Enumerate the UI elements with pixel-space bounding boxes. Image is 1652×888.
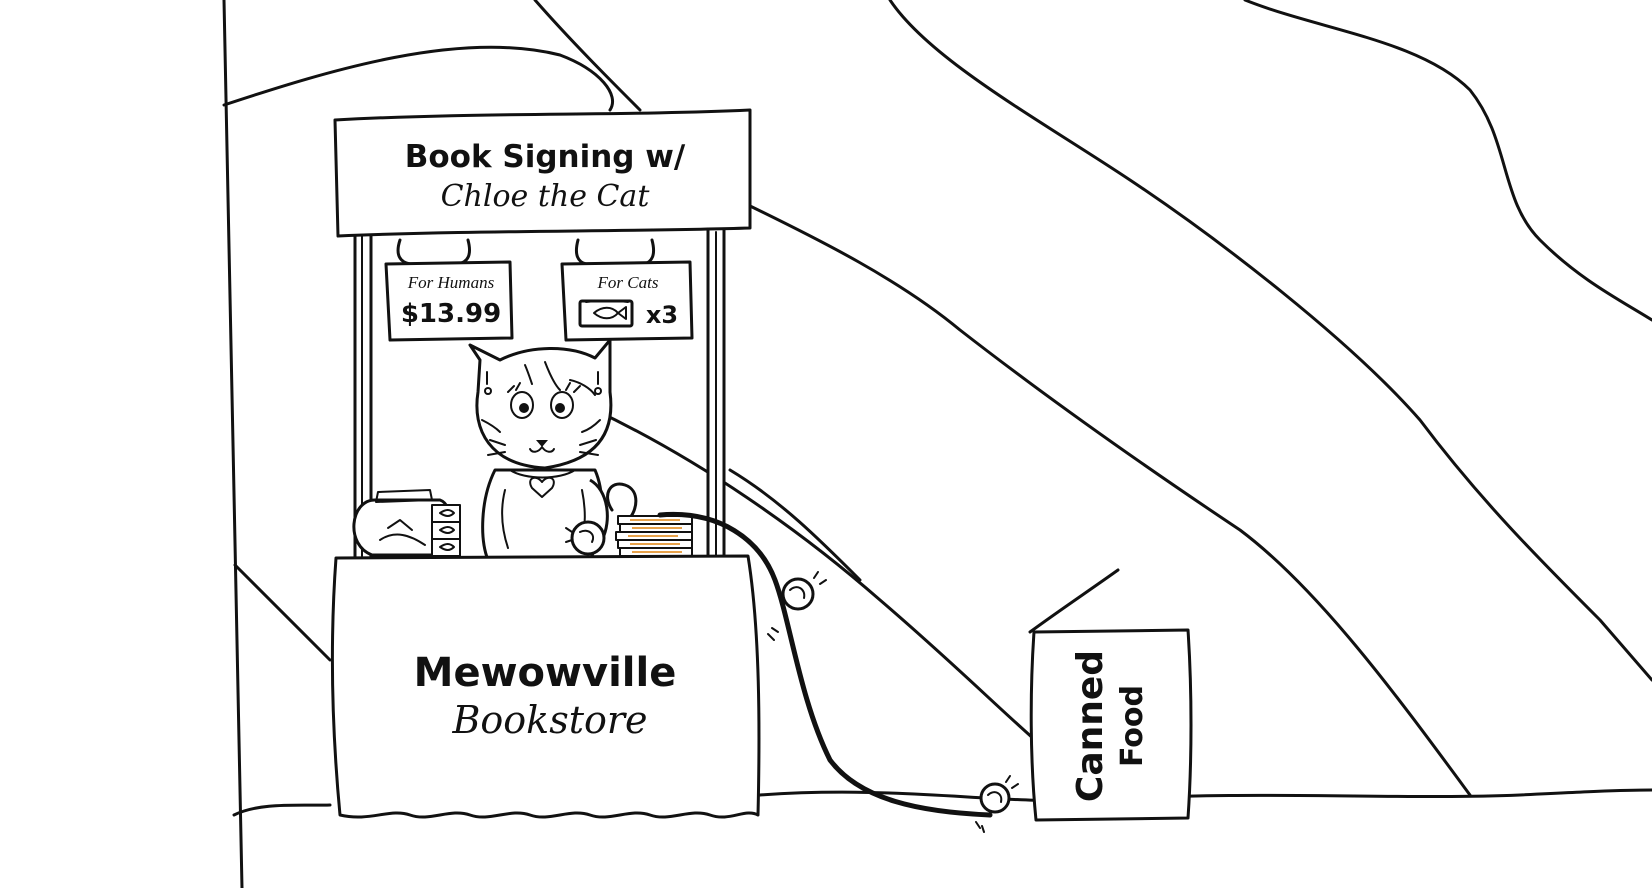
table-sign-subtitle: Bookstore [451,698,647,742]
cats-label: For Cats [597,273,659,292]
humans-label: For Humans [407,273,495,292]
yarn-ball-2 [975,775,1019,833]
cats-price: x3 [646,301,678,329]
price-sign-cats: For Cats x3 [560,260,694,342]
booth-table: Mewowville Bookstore [331,554,761,819]
background-lines [222,0,1652,888]
yarn-string [657,511,1019,833]
cat-icon [468,338,638,562]
small-boxes [431,504,461,557]
banner: Book Signing w/ Chloe the Cat [333,108,752,238]
banner-title: Book Signing w/ [405,139,686,175]
fish-can-icon [578,299,634,328]
banner-subtitle: Chloe the Cat [441,179,651,214]
table-sign-title: Mewowville [414,650,677,696]
humans-price: $13.99 [401,299,501,329]
price-sign-humans: For Humans $13.99 [384,260,514,342]
canned-food-box: Canned Food [1028,568,1193,822]
heart-icon [529,476,555,498]
food-box-line2: Food [1115,685,1150,767]
book-stack [615,515,693,557]
food-box-line1: Canned [1070,650,1111,802]
yarn-ball-icon [767,571,827,641]
